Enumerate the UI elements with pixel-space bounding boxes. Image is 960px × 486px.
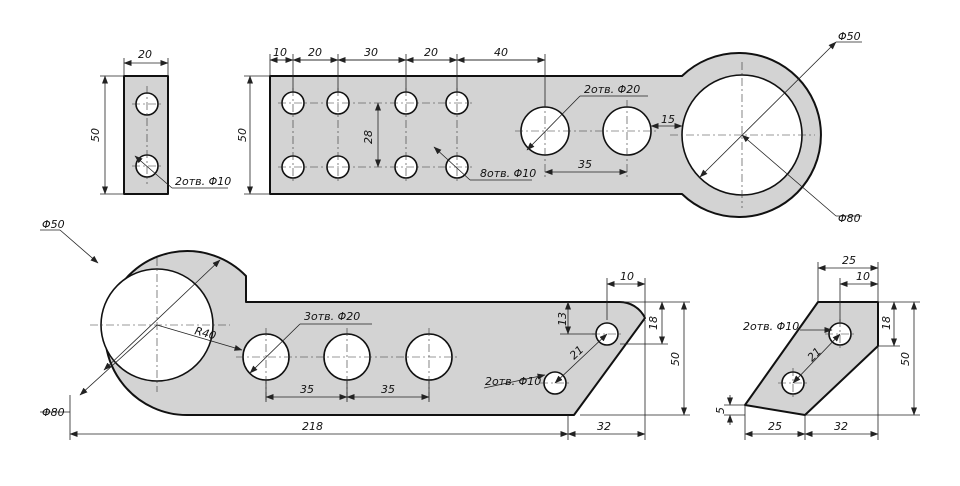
front-dim-10-label: 10 xyxy=(620,270,634,283)
front-small-holes-note: 2отв. Φ10 xyxy=(485,375,541,388)
dim-20a-label: 20 xyxy=(308,46,322,59)
front-ring-outer-label: Φ80 xyxy=(42,406,65,419)
view-front-plate: Φ50 Φ80 R40 3отв. Φ20 35 35 218 32 10 xyxy=(40,218,690,440)
dim-10-label: 10 xyxy=(273,46,287,59)
dim-row-spacing-label: 28 xyxy=(362,130,375,144)
block-holes-note: 2отв. Φ10 xyxy=(175,175,231,188)
tail-dim-5-label: 5 xyxy=(714,407,727,414)
front-ring-inner-label: Φ50 xyxy=(42,218,65,231)
dim-40-label: 40 xyxy=(494,46,508,59)
front-height-label: 50 xyxy=(669,352,682,366)
front-spacing-b-label: 35 xyxy=(381,383,395,396)
ring-outer-label: Φ80 xyxy=(838,212,861,225)
tail-top-25-label: 25 xyxy=(842,254,856,267)
dim-width-label: 20 xyxy=(138,48,152,61)
front-holes-note: 3отв. Φ20 xyxy=(304,310,360,323)
tail-dim-18-label: 18 xyxy=(880,316,893,330)
front-dim-13-label: 13 xyxy=(556,312,569,326)
tail-dim-32-label: 32 xyxy=(834,420,848,433)
dim-height-label: 50 xyxy=(236,128,249,142)
ring-inner-label: Φ50 xyxy=(838,30,861,43)
dim-height-label: 50 xyxy=(89,128,102,142)
small-holes-note: 8отв. Φ10 xyxy=(480,167,536,180)
front-tail-label: 32 xyxy=(597,420,611,433)
view-side-block: 20 50 2отв. Φ10 xyxy=(89,48,231,195)
front-radius-label: R40 xyxy=(193,324,217,342)
front-dim-18-label: 18 xyxy=(647,316,660,330)
tail-dim-10-label: 10 xyxy=(856,270,870,283)
large-holes-note: 2отв. Φ20 xyxy=(584,83,640,96)
dim-gap-label: 15 xyxy=(661,113,675,126)
tail-height-label: 50 xyxy=(899,352,912,366)
dim-20b-label: 20 xyxy=(424,46,438,59)
view-tail-detail: 25 10 18 50 2отв. Φ10 21 5 25 32 xyxy=(714,254,920,440)
tail-holes-note: 2отв. Φ10 xyxy=(743,320,799,333)
dim-30-label: 30 xyxy=(364,46,378,59)
tail-bottom-25-label: 25 xyxy=(768,420,782,433)
front-spacing-a-label: 35 xyxy=(300,383,314,396)
view-top-plate: 10 20 30 20 40 50 28 8отв. Φ10 2отв. Φ20… xyxy=(236,30,862,225)
dim-spacing-label: 35 xyxy=(578,158,592,171)
front-length-label: 218 xyxy=(302,420,323,433)
